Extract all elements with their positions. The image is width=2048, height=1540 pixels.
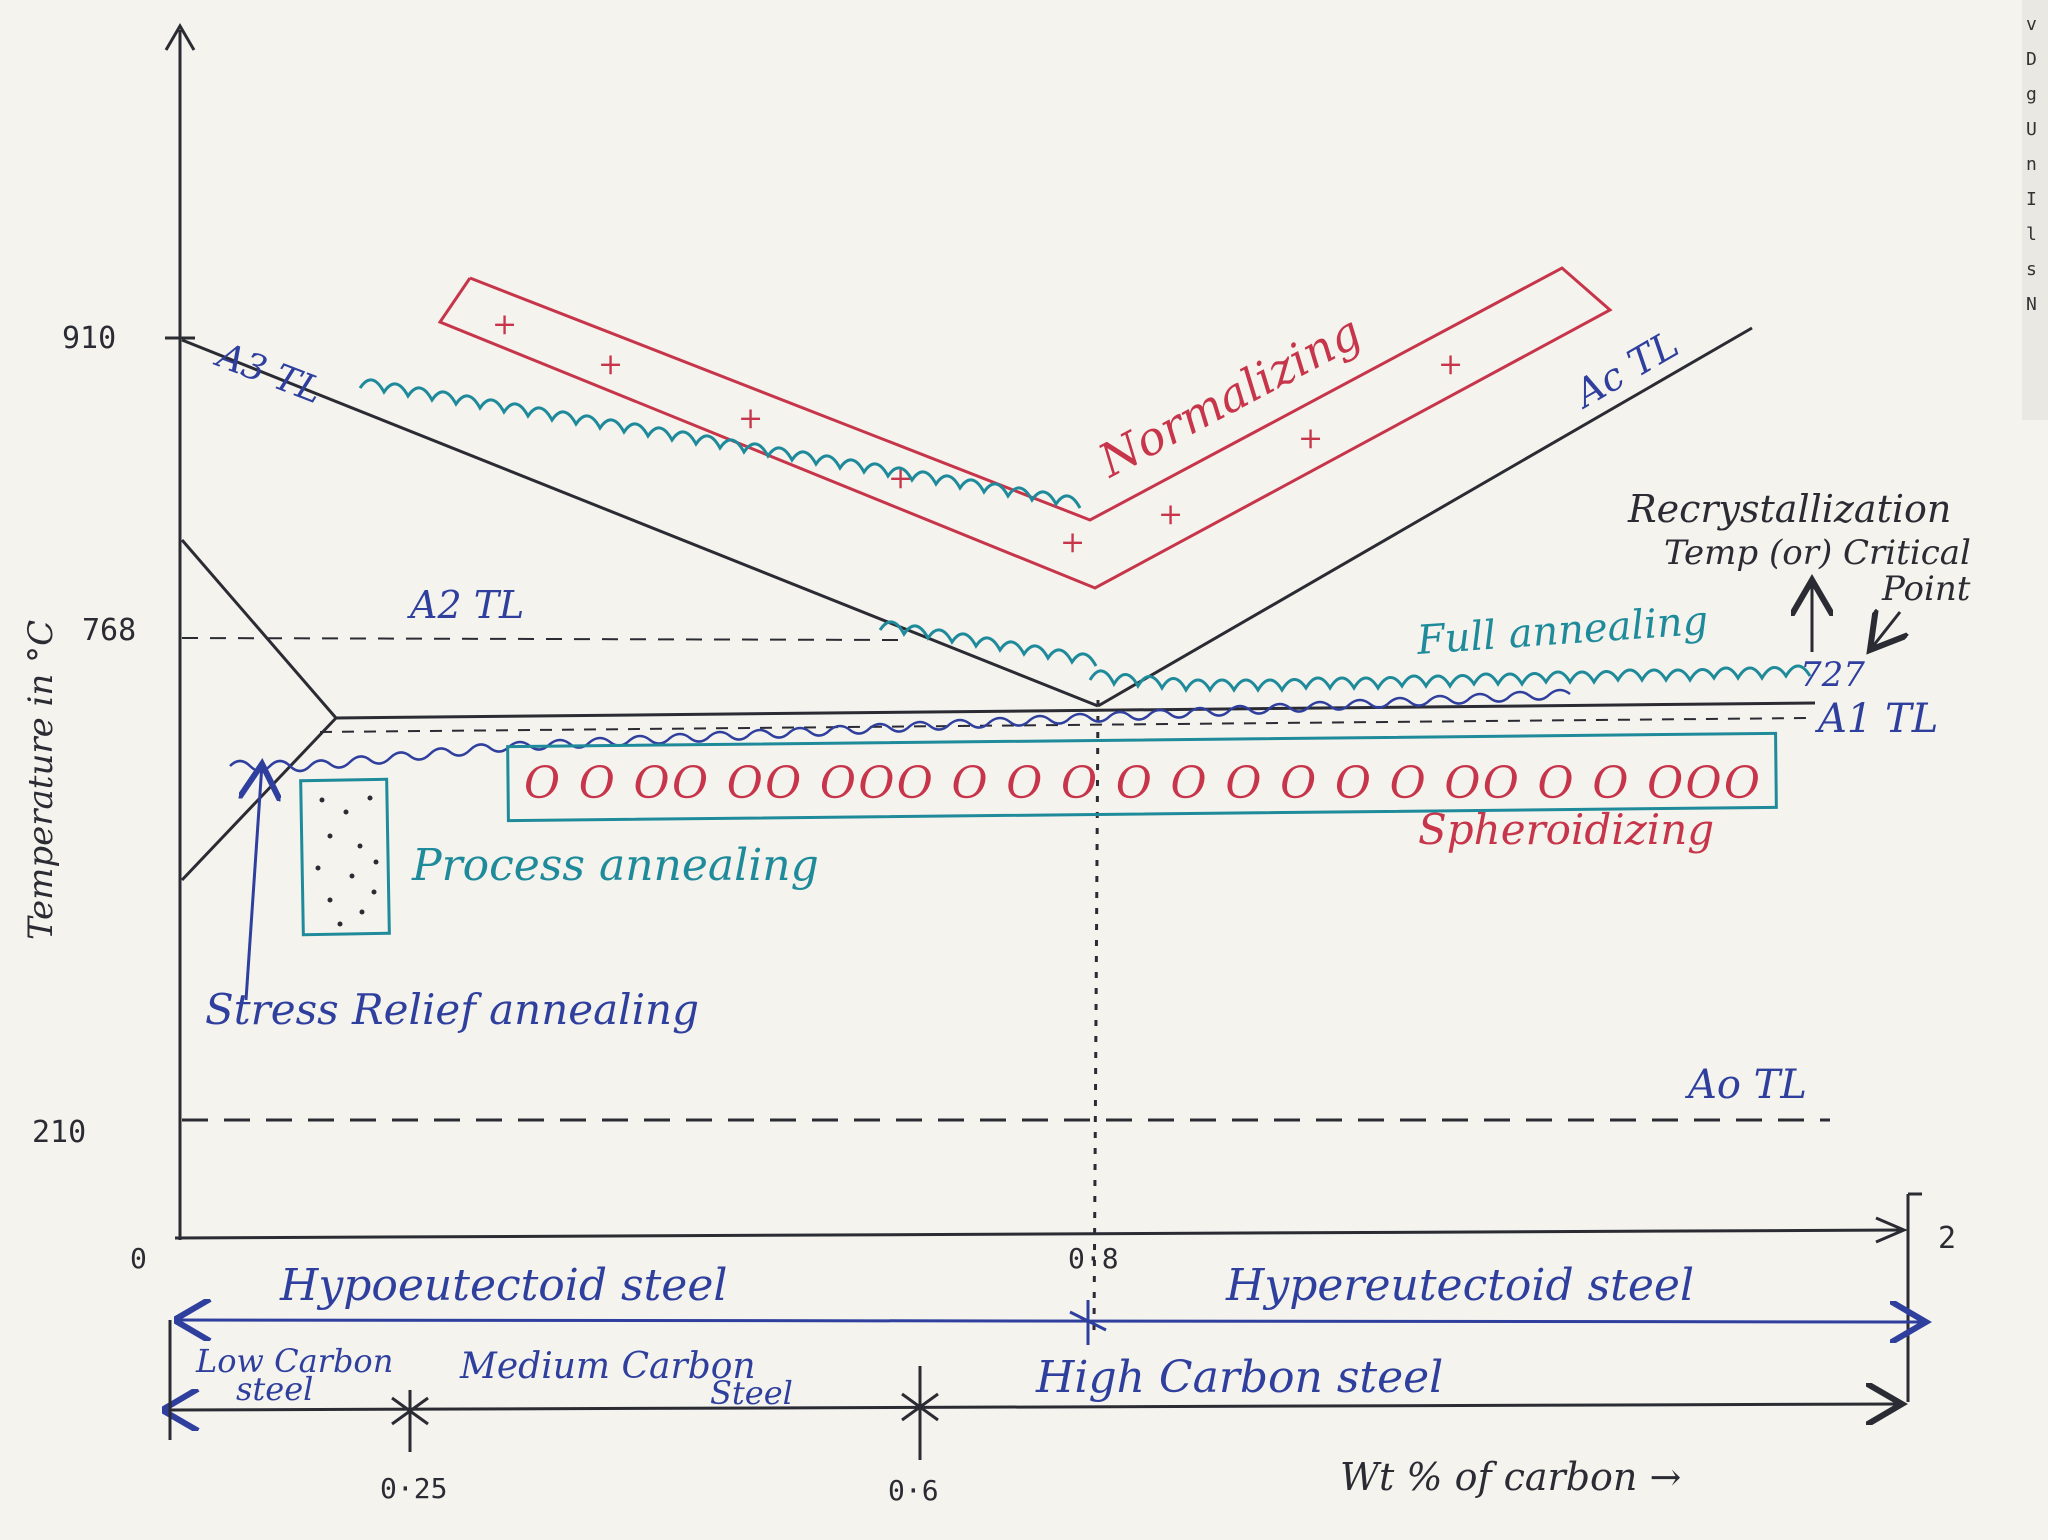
edge-char: n [2026, 154, 2037, 175]
hypereutectoid-label: Hypereutectoid steel [1225, 1260, 1694, 1311]
high-carbon-label: High Carbon steel [1035, 1352, 1443, 1403]
carbon-class-arrow [168, 1404, 1902, 1410]
svg-text:+: + [738, 401, 763, 436]
full-annealing-loops-middle [878, 620, 1098, 667]
edge-char: v [2026, 14, 2037, 35]
a2-label: A2 TL [407, 583, 524, 627]
x-tick-0-25: 0·25 [380, 1472, 447, 1505]
x-tick-0: 0 [130, 1242, 147, 1275]
svg-text:+: + [1298, 421, 1323, 456]
a3-line [181, 338, 1099, 708]
y-tick-210: 210 [32, 1115, 86, 1150]
recrystallization-line2: Temp (or) Critical [1664, 533, 1971, 573]
x-axis [174, 1228, 1903, 1240]
cropped-page-edge: v D g U n I l s N [2022, 0, 2048, 420]
edge-char: g [2026, 84, 2037, 105]
spheroidizing-marks: O O OO OO OOO O O O O O O O O O OO O O O… [524, 758, 1760, 809]
a1-dashed [319, 717, 1811, 733]
y-tick-910: 910 [62, 321, 116, 356]
normalizing-band [437, 266, 1613, 590]
x-axis-arrowhead [1875, 1216, 1908, 1244]
a2-dashed-line [181, 637, 901, 641]
a1-line [335, 701, 1816, 720]
medium-carbon-label-1: Medium Carbon [459, 1346, 756, 1387]
a0-label: Ao TL [1684, 1062, 1807, 1108]
acm-label: Ac TL [1565, 322, 1686, 417]
recrystallization-line3: Point [1881, 569, 1971, 609]
recrystallization-line1: Recrystallization [1627, 487, 1951, 531]
svg-text:+: + [598, 347, 623, 382]
medium-carbon-label-2: Steel [710, 1374, 793, 1412]
acm-line [1097, 326, 1753, 708]
process-annealing-dots [315, 795, 379, 927]
y-tick-768: 768 [82, 613, 136, 648]
x-axis-label: Wt % of carbon → [1340, 1455, 1681, 1499]
normalizing-label: Normalizing [1089, 305, 1370, 489]
hypoeutectoid-label: Hypoeutectoid steel [279, 1260, 727, 1311]
edge-char: U [2026, 119, 2037, 140]
svg-text:+: + [1060, 525, 1085, 560]
edge-char: I [2026, 189, 2037, 210]
stress-relief-wave [229, 688, 1571, 773]
svg-text:+: + [1438, 347, 1463, 382]
y-axis-label: Temperature in °C [21, 620, 61, 940]
critical-point-arrow [1870, 612, 1900, 650]
low-carbon-label-1: Low Carbon [195, 1342, 393, 1380]
spheroidizing-box [506, 731, 1778, 823]
a3-label: A3 TL [209, 334, 328, 412]
a2-wedge-upper [180, 539, 338, 719]
process-annealing-label: Process annealing [411, 840, 819, 891]
y-axis-arrowhead [164, 23, 196, 51]
full-annealing-label: Full annealing [1414, 598, 1709, 664]
x-tick-0-6: 0·6 [888, 1474, 939, 1507]
low-carbon-label-2: steel [236, 1370, 313, 1408]
stress-relief-arrow [246, 764, 262, 1001]
edge-char: s [2026, 259, 2037, 280]
full-annealing-loops-hyper [1088, 664, 1812, 694]
hypo-hyper-arrow [180, 1320, 1926, 1322]
edge-char: N [2026, 294, 2037, 315]
svg-text:+: + [1158, 497, 1183, 532]
svg-text:+: + [888, 461, 913, 496]
process-annealing-box [299, 777, 391, 937]
spheroidizing-label: Spheroidizing [1418, 805, 1714, 854]
x-tick-2: 2 [1938, 1221, 1956, 1256]
stress-relief-label: Stress Relief annealing [205, 985, 699, 1034]
edge-char: D [2026, 49, 2037, 70]
normalizing-plus-marks: + + + + + + + + [492, 307, 1463, 560]
edge-char: l [2026, 224, 2037, 245]
full-annealing-loops-a3 [358, 378, 1082, 509]
a1-label: A1 TL [1814, 696, 1938, 742]
svg-text:+: + [492, 307, 517, 342]
